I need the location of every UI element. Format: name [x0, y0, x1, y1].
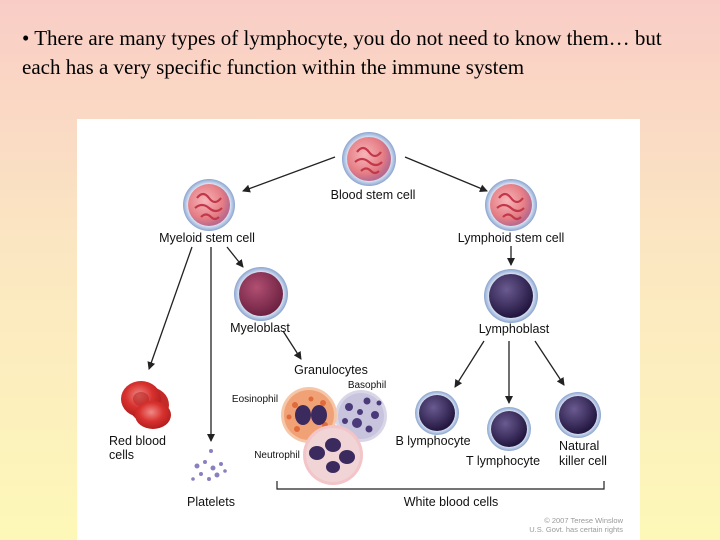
red-blood-cells-icon: [121, 381, 171, 429]
arrow-lymphoblast-to-b: [454, 340, 485, 388]
label-basophil: Basophil: [348, 380, 386, 391]
blood-cell-diagram: Blood stem cell Myeloid stem cell Lympho…: [77, 119, 640, 540]
bullet-text: • There are many types of lymphocyte, yo…: [22, 26, 662, 79]
label-natural-killer-line1: Natural: [559, 439, 599, 453]
label-white-blood-cells: White blood cells: [404, 495, 499, 509]
label-b-lymphocyte: B lymphocyte: [395, 434, 470, 448]
label-lymphoid-stem-cell: Lymphoid stem cell: [458, 231, 565, 245]
myeloid-stem-cell-icon: [183, 179, 235, 231]
arrow-myeloid-to-rbc: [147, 246, 193, 370]
lymphoblast-icon: [484, 269, 538, 323]
label-lymphoblast: Lymphoblast: [479, 322, 550, 336]
label-myeloblast: Myeloblast: [230, 321, 290, 335]
label-natural-killer-line2: killer cell: [559, 454, 607, 468]
diagram-svg: Blood stem cell Myeloid stem cell Lympho…: [109, 132, 624, 534]
label-red-blood-cells-line1: Red blood: [109, 434, 166, 448]
label-t-lymphocyte: T lymphocyte: [466, 454, 540, 468]
arrow-lymphoblast-to-nk: [534, 340, 565, 386]
arrow-myeloblast-to-granulocytes: [282, 330, 302, 360]
credit-line2: U.S. Govt. has certain rights: [529, 525, 623, 534]
label-blood-stem-cell: Blood stem cell: [331, 188, 416, 202]
myeloblast-icon: [234, 267, 288, 321]
white-blood-cells-bracket: [276, 481, 605, 490]
arrow-stem-to-lymphoid: [404, 156, 488, 193]
label-platelets: Platelets: [187, 495, 235, 509]
lymphoid-stem-cell-icon: [485, 179, 537, 231]
label-myeloid-stem-cell: Myeloid stem cell: [159, 231, 255, 245]
arrow-stem-to-myeloid: [242, 156, 336, 193]
platelets-icon: [191, 449, 227, 481]
label-red-blood-cells-line2: cells: [109, 448, 134, 462]
b-lymphocyte-icon: [415, 391, 459, 435]
flow-arrows: [147, 156, 565, 442]
label-granulocytes: Granulocytes: [294, 363, 368, 377]
blood-stem-cell-icon: [342, 132, 396, 186]
credit-line1: © 2007 Terese Winslow: [544, 516, 623, 525]
t-lymphocyte-icon: [487, 407, 531, 451]
arrow-myeloid-to-myeloblast: [226, 246, 244, 268]
natural-killer-cell-icon: [555, 392, 601, 438]
label-eosinophil: Eosinophil: [232, 394, 278, 405]
basophil-icon: [335, 390, 387, 442]
neutrophil-icon: [303, 425, 363, 485]
label-neutrophil: Neutrophil: [254, 450, 300, 461]
